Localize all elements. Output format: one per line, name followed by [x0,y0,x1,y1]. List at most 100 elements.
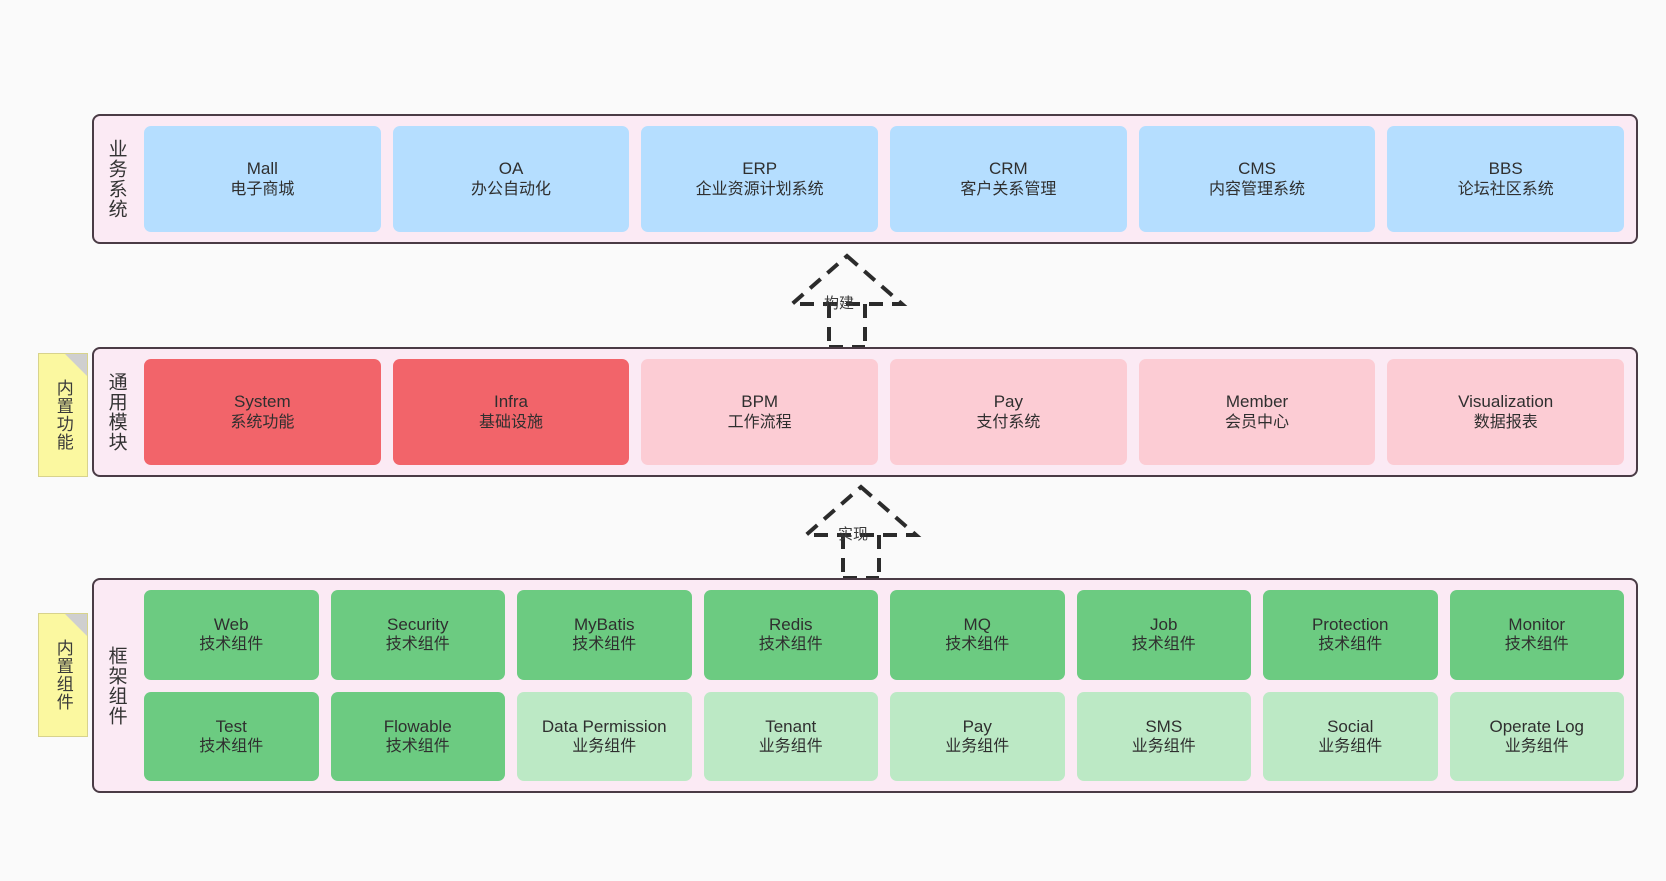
card-pay-component[interactable]: Pay 业务组件 [890,691,1065,781]
card-title: Protection [1311,615,1389,635]
layer-framework-components: 框架组件 Web 技术组件 Security 技术组件 MyBatis 技术组件… [92,578,1638,793]
card-mybatis[interactable]: MyBatis 技术组件 [517,590,692,680]
card-subtitle: 支付系统 [976,413,1041,431]
note-label: 内置功能 [53,379,73,451]
connector-implement-label: 实现 [838,526,869,543]
card-security[interactable]: Security 技术组件 [330,590,505,680]
card-subtitle: 技术组件 [199,636,264,654]
layer-body-framework-components: Web 技术组件 Security 技术组件 MyBatis 技术组件 Redi… [138,580,1636,791]
card-data-permission[interactable]: Data Permission 业务组件 [517,691,692,781]
card-title: CRM [988,159,1028,179]
card-title: Data Permission [541,716,667,736]
card-subtitle: 内容管理系统 [1209,180,1306,198]
card-crm[interactable]: CRM 客户关系管理 [890,126,1127,232]
card-title: Job [1150,615,1178,635]
card-row: System 系统功能 Infra 基础设施 BPM 工作流程 Pay 支付系统… [144,359,1625,465]
card-title: SMS [1145,716,1183,736]
layer-common-modules: 通用模块 System 系统功能 Infra 基础设施 BPM 工作流程 Pay… [92,347,1638,477]
note-builtin-components: 内置组件 [38,613,88,737]
card-monitor[interactable]: Monitor 技术组件 [1449,590,1624,680]
card-subtitle: 技术组件 [1131,636,1196,654]
card-subtitle: 技术组件 [1318,636,1383,654]
card-subtitle: 技术组件 [385,737,450,755]
connector-build-label: 构建 [824,295,855,312]
card-subtitle: 业务组件 [758,737,823,755]
card-protection[interactable]: Protection 技术组件 [1263,590,1438,680]
card-flowable[interactable]: Flowable 技术组件 [330,691,505,781]
layer-title-common-modules: 通用模块 [105,372,127,452]
card-title: Operate Log [1489,716,1584,736]
card-title: Redis [769,615,813,635]
card-subtitle: 业务组件 [1318,737,1383,755]
card-bbs[interactable]: BBS 论坛社区系统 [1387,126,1625,232]
card-subtitle: 数据报表 [1473,413,1538,431]
card-oa[interactable]: OA 办公自动化 [392,126,630,232]
card-title: Visualization [1458,392,1554,412]
card-title: System [233,392,291,412]
card-subtitle: 企业资源计划系统 [695,180,824,198]
card-title: Test [215,716,247,736]
card-subtitle: 技术组件 [199,737,264,755]
card-operate-log[interactable]: Operate Log 业务组件 [1449,691,1624,781]
card-subtitle: 业务组件 [1131,737,1196,755]
layer-business-systems: 业务系统 Mall 电子商城 OA 办公自动化 ERP 企业资源计划系统 CRM… [92,114,1638,244]
layer-body-common-modules: System 系统功能 Infra 基础设施 BPM 工作流程 Pay 支付系统… [138,349,1636,475]
connector-build: 构建 [752,252,942,349]
card-title: MyBatis [574,615,635,635]
card-subtitle: 工作流程 [727,413,792,431]
note-label: 内置组件 [53,639,73,711]
card-title: Flowable [383,716,452,736]
card-subtitle: 技术组件 [758,636,823,654]
card-web[interactable]: Web 技术组件 [144,590,319,680]
card-subtitle: 论坛社区系统 [1457,180,1554,198]
card-subtitle: 技术组件 [1504,636,1569,654]
card-title: Security [387,615,449,635]
card-test[interactable]: Test 技术组件 [144,691,319,781]
card-redis[interactable]: Redis 技术组件 [703,590,878,680]
card-subtitle: 技术组件 [572,636,637,654]
card-row: Test 技术组件 Flowable 技术组件 Data Permission … [144,691,1624,781]
card-title: Web [213,615,249,635]
card-title: CMS [1238,159,1276,179]
card-title: Infra [493,392,529,412]
card-title: OA [498,159,524,179]
card-title: Tenant [765,716,817,736]
card-system[interactable]: System 系统功能 [144,359,381,465]
card-title: BBS [1488,159,1523,179]
card-subtitle: 会员中心 [1225,413,1290,431]
card-subtitle: 办公自动化 [471,180,552,198]
card-title: ERP [742,159,778,179]
card-subtitle: 业务组件 [1504,737,1569,755]
card-erp[interactable]: ERP 企业资源计划系统 [641,126,879,232]
card-subtitle: 业务组件 [572,737,637,755]
card-pay-module[interactable]: Pay 支付系统 [890,359,1127,465]
card-title: Social [1327,716,1374,736]
card-job[interactable]: Job 技术组件 [1076,590,1251,680]
card-subtitle: 技术组件 [945,636,1010,654]
card-mall[interactable]: Mall 电子商城 [144,126,381,232]
note-builtin-functions: 内置功能 [38,353,88,477]
card-title: Pay [993,392,1023,412]
card-subtitle: 技术组件 [385,636,450,654]
card-visualization[interactable]: Visualization 数据报表 [1387,359,1625,465]
card-subtitle: 系统功能 [230,413,295,431]
card-sms[interactable]: SMS 业务组件 [1076,691,1251,781]
card-title: MQ [963,615,991,635]
card-subtitle: 电子商城 [230,180,295,198]
layer-title-business-systems: 业务系统 [105,139,127,219]
card-social[interactable]: Social 业务组件 [1263,691,1438,781]
card-member[interactable]: Member 会员中心 [1138,359,1376,465]
card-title: Mall [246,159,278,179]
card-row: Web 技术组件 Security 技术组件 MyBatis 技术组件 Redi… [144,590,1624,680]
connector-implement: 实现 [766,483,956,580]
layer-body-business-systems: Mall 电子商城 OA 办公自动化 ERP 企业资源计划系统 CRM 客户关系… [138,116,1636,242]
card-cms[interactable]: CMS 内容管理系统 [1138,126,1376,232]
card-subtitle: 业务组件 [945,737,1010,755]
card-infra[interactable]: Infra 基础设施 [392,359,630,465]
card-tenant[interactable]: Tenant 业务组件 [703,691,878,781]
card-row: Mall 电子商城 OA 办公自动化 ERP 企业资源计划系统 CRM 客户关系… [144,126,1625,232]
card-mq[interactable]: MQ 技术组件 [890,590,1065,680]
card-bpm[interactable]: BPM 工作流程 [641,359,879,465]
card-title: Member [1225,392,1289,412]
